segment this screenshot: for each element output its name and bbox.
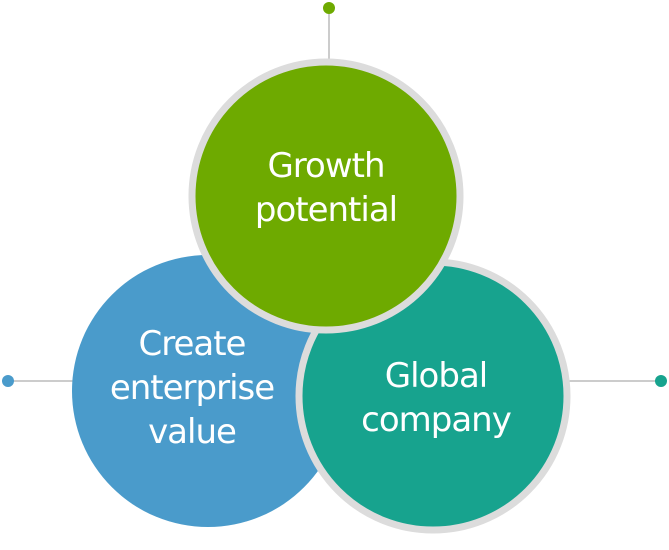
top-connector-dot [323, 2, 335, 14]
enterprise-line2: enterprise [109, 368, 275, 408]
enterprise-line1: Create [138, 324, 247, 364]
growth-circle [188, 58, 464, 334]
enterprise-label: Create enterprise value [72, 322, 312, 454]
global-line1: Global [384, 356, 488, 396]
global-line2: company [361, 400, 512, 440]
global-label: Global company [316, 354, 556, 442]
enterprise-line3: value [148, 412, 237, 452]
growth-line1: Growth [267, 146, 385, 186]
growth-label: Growth potential [206, 144, 446, 232]
growth-line2: potential [254, 190, 398, 230]
right-connector-dot [655, 375, 667, 387]
left-connector-dot [2, 375, 14, 387]
